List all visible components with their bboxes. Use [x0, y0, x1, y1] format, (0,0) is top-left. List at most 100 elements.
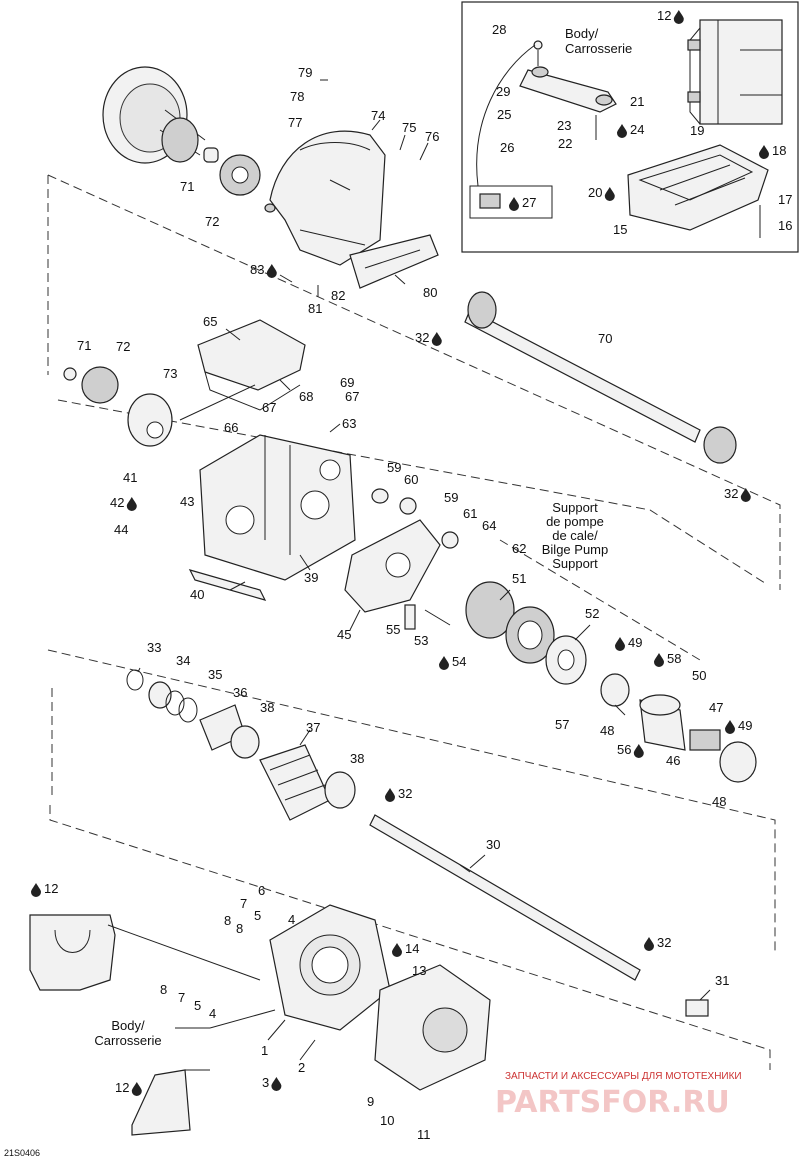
- part-label-54: 54: [452, 654, 466, 669]
- part-30-impeller-shaft: [369, 814, 641, 981]
- watermark-logo: PARTSFOR.RU: [495, 1085, 730, 1120]
- part-label-8: 8: [160, 982, 167, 997]
- part-label-78: 78: [290, 89, 304, 104]
- part-45-bilge-support: [344, 519, 441, 613]
- part-label-12: 12: [44, 881, 58, 896]
- part-label-14: 14: [405, 941, 419, 956]
- part-label-68: 68: [299, 389, 313, 404]
- part-label-29: 29: [496, 84, 510, 99]
- part-label-53: 53: [414, 633, 428, 648]
- part-label-56: 56: [617, 742, 631, 757]
- liquid-drop-icon: [31, 883, 41, 897]
- part-label-45: 45: [337, 627, 351, 642]
- part-label-4: 4: [288, 912, 295, 927]
- part-label-44: 44: [114, 522, 128, 537]
- leader-lines: [107, 79, 711, 1061]
- part-label-13: 13: [412, 963, 426, 978]
- liquid-drop-icon: [654, 653, 664, 667]
- liquid-drop-icon: [615, 637, 625, 651]
- part-label-35: 35: [208, 667, 222, 682]
- liquid-drop-icon: [266, 264, 277, 278]
- liquid-drop-icon: [385, 788, 395, 802]
- note-bilge-5: Support: [552, 556, 598, 571]
- part-label-57: 57: [555, 717, 569, 732]
- part-72-coupler-b: [81, 366, 119, 404]
- part-53-stud: [424, 609, 451, 626]
- note-top-body-en: Body/: [565, 26, 599, 41]
- part-73-coupler-flange: [127, 393, 173, 447]
- part-label-59: 59: [444, 490, 458, 505]
- part-71-bushing: [203, 147, 219, 163]
- part-label-39: 39: [304, 570, 318, 585]
- watermark-small: ЗАПЧАСТИ И АКСЕССУАРЫ ДЛЯ МОТОТЕХНИКИ: [505, 1071, 742, 1082]
- part-label-43: 43: [180, 494, 194, 509]
- part-47-bearing: [689, 729, 721, 751]
- part-label-38: 38: [350, 751, 364, 766]
- part-51-bearing: [465, 581, 555, 664]
- part-label-71: 71: [77, 338, 91, 353]
- part-label-32: 32: [657, 935, 671, 950]
- part-70-driveshaft: [464, 291, 737, 464]
- part-label-24: 24: [630, 122, 644, 137]
- part-52-plate: [545, 635, 587, 685]
- part-label-36: 36: [233, 685, 247, 700]
- note-bottom-body-fr: Carrosserie: [94, 1033, 161, 1048]
- part-label-49: 49: [628, 635, 642, 650]
- liquid-drop-icon: [431, 332, 442, 346]
- part-59-spacer: [371, 488, 389, 504]
- note-bottom-body-en: Body/: [111, 1018, 145, 1033]
- part-label-74: 74: [371, 108, 385, 123]
- part-66-bolt: [179, 384, 256, 421]
- part-label-51: 51: [512, 571, 526, 586]
- part-label-25: 25: [497, 107, 511, 122]
- part-label-48: 48: [712, 794, 726, 809]
- part-label-80: 80: [423, 285, 437, 300]
- part-34-seal: [148, 681, 172, 709]
- watermark: ЗАПЧАСТИ И АКСЕССУАРЫ ДЛЯ МОТОТЕХНИКИ PA…: [495, 1071, 742, 1120]
- part-label-30: 30: [486, 837, 500, 852]
- part-label-20: 20: [588, 185, 602, 200]
- part-28-nut: [533, 40, 543, 50]
- part-label-3: 3: [262, 1075, 269, 1090]
- part-label-6: 6: [258, 883, 265, 898]
- part-label-9: 9: [367, 1094, 374, 1109]
- part-label-63: 63: [342, 416, 356, 431]
- part-label-32: 32: [724, 486, 738, 501]
- part-label-69: 69: [340, 375, 354, 390]
- assembly-guide-lines: [47, 174, 781, 1070]
- part-label-22: 22: [558, 136, 572, 151]
- part-label-5: 5: [194, 998, 201, 1013]
- liquid-drop-icon: [644, 937, 654, 951]
- part-label-10: 10: [380, 1113, 394, 1128]
- part-label-81: 81: [308, 301, 322, 316]
- part-label-77: 77: [288, 115, 302, 130]
- liquid-drop-icon: [126, 497, 137, 511]
- part-label-64: 64: [482, 518, 496, 533]
- bottom-body-bracket: [131, 1069, 210, 1136]
- part-label-19: 19: [690, 123, 704, 138]
- diagram-code: 21S0406: [4, 1148, 40, 1158]
- part-label-70: 70: [598, 331, 612, 346]
- part-74-cover: [264, 130, 386, 266]
- part-label-16: 16: [778, 218, 792, 233]
- part-label-60: 60: [404, 472, 418, 487]
- part-label-15: 15: [613, 222, 627, 237]
- part-label-49: 49: [738, 718, 752, 733]
- part-label-42: 42: [110, 495, 124, 510]
- part-label-83: 83: [250, 262, 264, 277]
- part-12-bracket: [687, 19, 783, 125]
- part-label-33: 33: [147, 640, 161, 655]
- part-label-58: 58: [667, 651, 681, 666]
- part-label-8: 8: [224, 913, 231, 928]
- part-31-cap: [685, 999, 709, 1017]
- part-60-spacer: [399, 497, 417, 515]
- part-label-2: 2: [298, 1060, 305, 1075]
- part-48-seal-b: [719, 741, 757, 783]
- note-bilge-1: Support: [552, 500, 598, 515]
- part-label-7: 7: [178, 990, 185, 1005]
- part-label-82: 82: [331, 288, 345, 303]
- part-label-32: 32: [398, 786, 412, 801]
- part-label-48: 48: [600, 723, 614, 738]
